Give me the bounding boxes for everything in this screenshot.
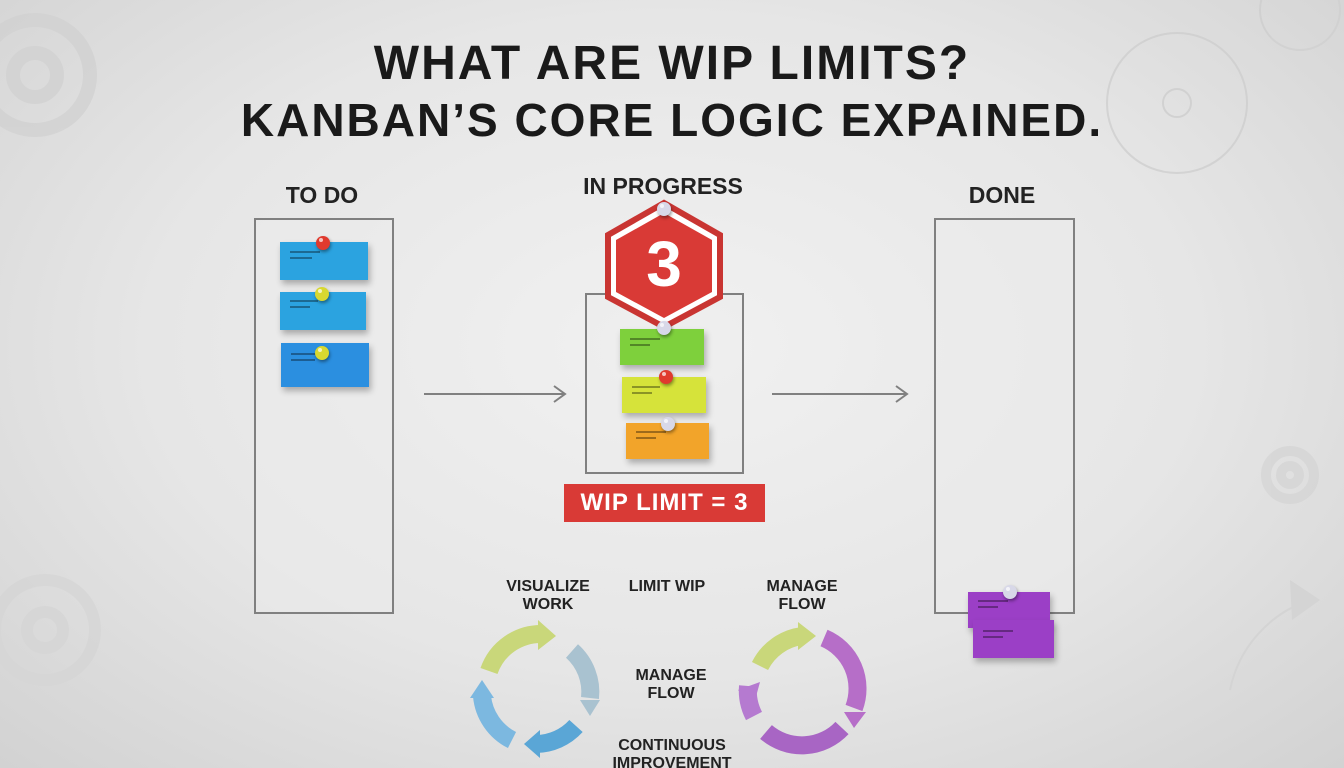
pushpin-icon: [659, 370, 673, 384]
pushpin-icon: [315, 346, 329, 360]
hexagon-icon: [605, 199, 723, 331]
label-continuous-improvement: CONTINUOUS IMPROVEMENT: [612, 737, 732, 768]
cycle-arrows-icon: [470, 620, 600, 758]
pushpin-icon: [657, 202, 671, 216]
page-title: WHAT ARE WIP LIMITS?: [373, 37, 971, 90]
sticky-note: [620, 329, 704, 365]
pushpin-icon: [661, 417, 675, 431]
column-header-todo: TO DO: [285, 182, 359, 208]
column-todo: [254, 218, 394, 614]
pushpin-icon: [315, 287, 329, 301]
label-limit-wip: LIMIT WIP: [628, 578, 706, 595]
cycle-arrows-icon: [738, 622, 867, 755]
wip-hexagon: 3: [602, 199, 726, 331]
wip-number: 3: [646, 228, 682, 300]
column-header-in-progress: IN PROGRESS: [583, 173, 743, 199]
arrow-right-icon: [424, 385, 567, 403]
gear-icon: [0, 574, 101, 686]
pushpin-icon: [657, 321, 671, 335]
page-subtitle: KANBAN’S CORE LOGIC EXPAINED.: [240, 94, 1104, 146]
gear-icon: [1106, 0, 1341, 174]
wip-limit-label: WIP LIMIT = 3: [564, 484, 765, 522]
column-done: [934, 218, 1075, 614]
pushpin-icon: [1003, 585, 1017, 599]
gear-icon: [1261, 446, 1319, 504]
label-manage-flow-top: MANAGE FLOW: [766, 578, 838, 613]
column-header-done: DONE: [968, 182, 1036, 208]
label-visualize-work: VISUALIZE WORK: [506, 578, 590, 613]
pushpin-icon: [316, 236, 330, 250]
sticky-note: [973, 620, 1054, 658]
gear-icon: [0, 13, 97, 137]
label-manage-flow-mid: MANAGE FLOW: [635, 667, 707, 702]
arrow-right-icon: [1290, 580, 1320, 620]
arrow-right-icon: [772, 385, 909, 403]
